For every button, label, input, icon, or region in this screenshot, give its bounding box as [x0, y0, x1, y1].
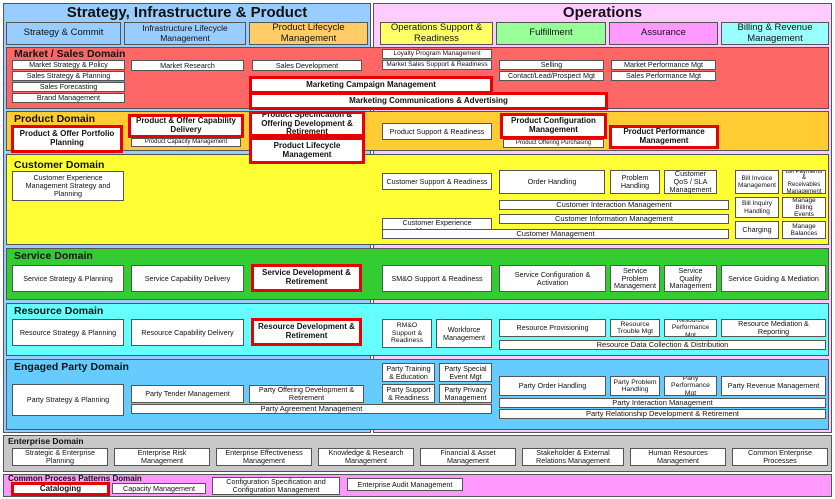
resource-mediation-reporting[interactable]: Resource Mediation & Reporting: [721, 319, 826, 337]
market-domain-label: Market / Sales Domain: [14, 48, 126, 60]
resource-strategy-planning[interactable]: Resource Strategy & Planning: [12, 319, 124, 346]
sales-performance-mgt[interactable]: Sales Performance Mgt: [611, 71, 716, 81]
service-domain-label: Service Domain: [14, 250, 93, 262]
customer-domain-label: Customer Domain: [14, 159, 105, 171]
service-capability-delivery[interactable]: Service Capability Delivery: [131, 265, 244, 292]
party-support-readiness[interactable]: Party Support & Readiness: [382, 384, 435, 403]
col-billing-revenue: Billing & Revenue Management: [721, 22, 829, 45]
financial-asset-management[interactable]: Financial & Asset Management: [420, 448, 516, 466]
resource-data-collection-distribution[interactable]: Resource Data Collection & Distribution: [499, 340, 826, 350]
customer-information-management[interactable]: Customer Information Management: [499, 214, 729, 224]
resource-development-retirement[interactable]: Resource Development & Retirement: [251, 318, 362, 346]
enterprise-effectiveness-management[interactable]: Enterprise Effectiveness Management: [216, 448, 312, 466]
enterprise-audit-management[interactable]: Enterprise Audit Management: [347, 478, 463, 491]
customer-experience-management-strategy[interactable]: Customer Experience Management Strategy …: [12, 171, 124, 201]
resource-performance-mgt[interactable]: Resource Performance Mgt: [664, 319, 717, 337]
product-capacity-management[interactable]: Product Capacity Management: [131, 138, 241, 147]
product-support-readiness[interactable]: Product Support & Readiness: [382, 123, 492, 140]
party-relationship-development-retirement[interactable]: Party Relationship Development & Retirem…: [499, 409, 826, 419]
rmo-support-readiness[interactable]: RM&O Support & Readiness: [382, 319, 432, 348]
customer-management[interactable]: Customer Management: [382, 229, 729, 239]
bill-invoice-management[interactable]: Bill Invoice Management: [735, 170, 779, 194]
col-strategy-commit: Strategy & Commit: [6, 22, 121, 45]
party-special-event-mgt[interactable]: Party Special Event Mgt: [439, 363, 492, 382]
product-offer-capability-delivery[interactable]: Product & Offer Capability Delivery: [128, 114, 244, 138]
contact-lead-prospect-mgt[interactable]: Contact/Lead/Prospect Mgt: [499, 71, 604, 81]
customer-qos-sla-management[interactable]: Customer QoS / SLA Management: [664, 170, 717, 194]
resource-domain-label: Resource Domain: [14, 305, 104, 317]
human-resources-management[interactable]: Human Resources Management: [630, 448, 726, 466]
common-enterprise-processes[interactable]: Common Enterprise Processes: [732, 448, 828, 466]
sales-strategy-planning[interactable]: Sales Strategy & Planning: [12, 71, 125, 81]
sip-title: Strategy, Infrastructure & Product: [66, 4, 308, 22]
common-domain-label: Common Process Patterns Domain: [8, 474, 142, 483]
product-performance-management[interactable]: Product Performance Management: [609, 125, 719, 149]
service-development-retirement[interactable]: Service Development & Retirement: [251, 264, 362, 292]
marketing-communications-advertising[interactable]: Marketing Communications & Advertising: [249, 92, 608, 110]
product-specification-offering-development[interactable]: Product Specification & Offering Develop…: [249, 111, 365, 137]
col-operations-support: Operations Support & Readiness: [380, 22, 493, 45]
product-domain-label: Product Domain: [14, 113, 96, 125]
party-offering-development-retirement[interactable]: Party Offering Development & Retirement: [249, 385, 364, 403]
bill-payments-receivables-management[interactable]: Bill Payments & Receivables Management: [782, 170, 826, 194]
service-guiding-mediation[interactable]: Service Guiding & Mediation: [721, 265, 826, 292]
knowledge-research-management[interactable]: Knowledge & Research Management: [318, 448, 414, 466]
bill-inquiry-handling[interactable]: Bill Inquiry Handling: [735, 197, 779, 218]
party-performance-mgt[interactable]: Party Performance Mgt: [664, 376, 717, 396]
smo-support-readiness[interactable]: SM&O Support & Readiness: [382, 265, 492, 292]
party-interaction-management[interactable]: Party Interaction Management: [499, 398, 826, 408]
service-configuration-activation[interactable]: Service Configuration & Activation: [499, 265, 606, 292]
product-lifecycle-management[interactable]: Product Lifecycle Management: [249, 137, 365, 164]
col-assurance: Assurance: [609, 22, 718, 45]
party-strategy-planning[interactable]: Party Strategy & Planning: [12, 384, 124, 416]
party-privacy-management[interactable]: Party Privacy Management: [439, 384, 492, 403]
service-problem-management[interactable]: Service Problem Management: [610, 265, 660, 292]
customer-interaction-management[interactable]: Customer Interaction Management: [499, 200, 729, 210]
selling[interactable]: Selling: [499, 60, 604, 70]
market-performance-mgt[interactable]: Market Performance Mgt: [611, 60, 716, 70]
resource-provisioning[interactable]: Resource Provisioning: [499, 319, 606, 337]
ops-title: Operations: [562, 4, 643, 22]
workforce-management[interactable]: Workforce Management: [436, 319, 492, 348]
loyalty-program-management[interactable]: Loyalty Program Management: [382, 49, 492, 59]
market-sales-support-readiness[interactable]: Market Sales Support & Readiness: [382, 60, 492, 70]
col-infrastructure-lifecycle: Infrastructure Lifecycle Management: [124, 22, 246, 45]
service-strategy-planning[interactable]: Service Strategy & Planning: [12, 265, 124, 292]
enterprise-domain-label: Enterprise Domain: [8, 436, 84, 446]
sales-development[interactable]: Sales Development: [252, 60, 362, 71]
party-domain-label: Engaged Party Domain: [14, 361, 129, 373]
market-strategy-policy[interactable]: Market Strategy & Policy: [12, 60, 125, 70]
party-order-handling[interactable]: Party Order Handling: [499, 376, 606, 396]
resource-capability-delivery[interactable]: Resource Capability Delivery: [131, 319, 244, 346]
capacity-management[interactable]: Capacity Management: [112, 483, 206, 494]
party-revenue-management[interactable]: Party Revenue Management: [721, 376, 826, 396]
resource-trouble-mgt[interactable]: Resource Trouble Mgt: [610, 319, 660, 337]
party-tender-management[interactable]: Party Tender Management: [131, 385, 244, 403]
product-offer-portfolio-planning[interactable]: Product & Offer Portfolio Planning: [11, 125, 123, 153]
market-research[interactable]: Market Research: [131, 60, 244, 71]
brand-management[interactable]: Brand Management: [12, 93, 125, 103]
configuration-specification-management[interactable]: Configuration Specification and Configur…: [212, 477, 340, 495]
customer-support-readiness[interactable]: Customer Support & Readiness: [382, 173, 492, 190]
service-quality-management[interactable]: Service Quality Management: [664, 265, 717, 292]
charging[interactable]: Charging: [735, 221, 779, 239]
order-handling[interactable]: Order Handling: [499, 170, 605, 194]
party-training-education[interactable]: Party Training & Education: [382, 363, 435, 382]
manage-billing-events[interactable]: Manage Billing Events: [782, 197, 826, 218]
col-product-lifecycle: Product Lifecycle Management: [249, 22, 368, 45]
party-problem-handling[interactable]: Party Problem Handling: [610, 376, 660, 396]
party-agreement-management[interactable]: Party Agreement Management: [131, 404, 492, 414]
manage-balances[interactable]: Manage Balances: [782, 221, 826, 239]
product-configuration-management[interactable]: Product Configuration Management: [500, 113, 607, 139]
problem-handling[interactable]: Problem Handling: [610, 170, 660, 194]
stakeholder-external-relations-management[interactable]: Stakeholder & External Relations Managem…: [522, 448, 624, 466]
strategic-enterprise-planning[interactable]: Strategic & Enterprise Planning: [12, 448, 108, 466]
sales-forecasting[interactable]: Sales Forecasting: [12, 82, 125, 92]
product-offering-purchasing[interactable]: Product Offering Purchasing: [503, 139, 604, 148]
cataloging[interactable]: Cataloging: [11, 482, 110, 496]
col-fulfillment: Fulfillment: [496, 22, 606, 45]
enterprise-risk-management[interactable]: Enterprise Risk Management: [114, 448, 210, 466]
